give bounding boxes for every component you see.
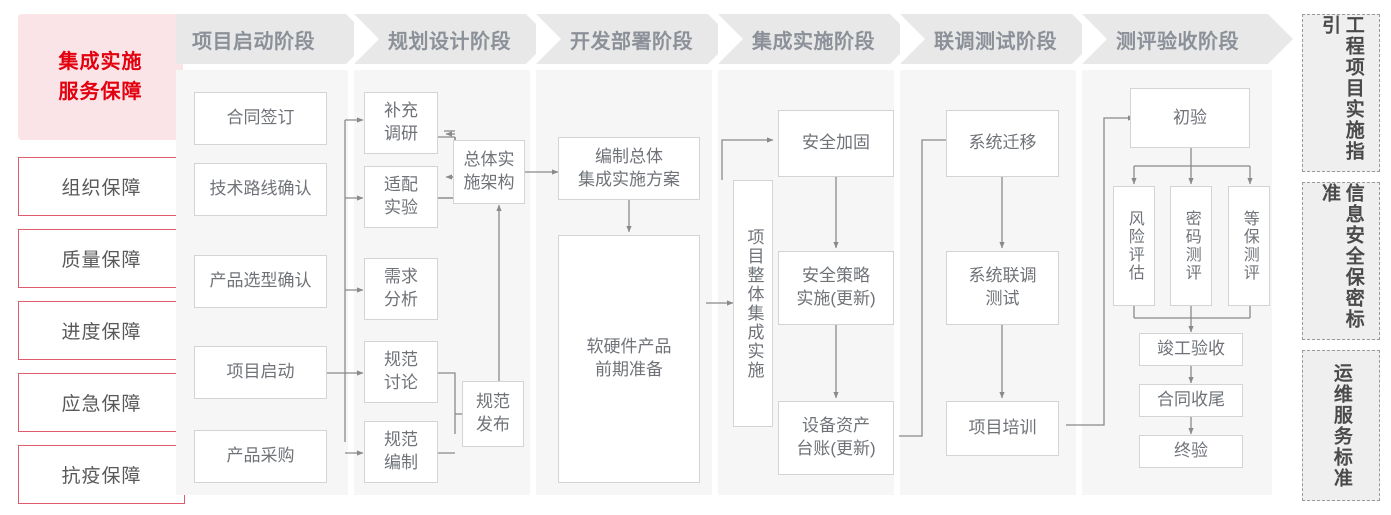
phase-header-6-label: 测评验收阶段 <box>1116 30 1239 53</box>
assurance-sidebar: 集成实施服务保障 组织保障 质量保障 进度保障 应急保障 抗疫保障 <box>18 14 185 504</box>
phase-header-3[interactable]: 开发部署阶段 <box>536 14 733 64</box>
node-spec-discussion[interactable]: 规范讨论 <box>364 341 438 403</box>
node-completion-acceptance[interactable]: 竣工验收 <box>1139 333 1243 366</box>
node-mlps-evaluation[interactable]: 等保测评 <box>1228 186 1270 306</box>
standard-operation-service-label: 运维服务标准 <box>1330 362 1352 489</box>
assurance-item-schedule[interactable]: 进度保障 <box>18 301 185 360</box>
node-overall-project-integration[interactable]: 项目整体集成实施 <box>733 180 773 427</box>
phase-header-2-label: 规划设计阶段 <box>388 30 511 53</box>
node-overall-impl-architecture[interactable]: 总体实施架构 <box>453 140 525 204</box>
standard-engineering-guideline[interactable]: 工程项目实施指引 <box>1302 14 1380 172</box>
node-crypto-evaluation[interactable]: 密码测评 <box>1170 186 1212 306</box>
node-risk-assessment[interactable]: 风险评估 <box>1113 186 1155 306</box>
node-contract-signing[interactable]: 合同签订 <box>194 92 327 145</box>
standard-operation-service[interactable]: 运维服务标准 <box>1302 350 1380 501</box>
node-project-training[interactable]: 项目培训 <box>946 401 1059 456</box>
node-adaptation-experiment[interactable]: 适配实验 <box>364 166 438 228</box>
phase-header-4[interactable]: 集成实施阶段 <box>718 14 915 64</box>
node-spec-release[interactable]: 规范发布 <box>462 381 524 447</box>
phase-header-3-label: 开发部署阶段 <box>570 30 693 53</box>
node-hw-sw-preparation[interactable]: 软硬件产品前期准备 <box>558 235 700 483</box>
phase-header-4-label: 集成实施阶段 <box>752 30 875 53</box>
standard-infosec-confidentiality-label: 信息安全保密标准 <box>1319 183 1364 330</box>
node-asset-ledger-update[interactable]: 设备资产台账(更新) <box>778 401 894 475</box>
phase-header-1-label: 项目启动阶段 <box>192 30 315 53</box>
node-security-policy-impl[interactable]: 安全策略实施(更新) <box>778 251 894 325</box>
node-final-acceptance[interactable]: 终验 <box>1139 435 1243 468</box>
node-tech-route-confirm[interactable]: 技术路线确认 <box>194 163 327 216</box>
node-project-kickoff[interactable]: 项目启动 <box>194 346 327 399</box>
node-security-hardening[interactable]: 安全加固 <box>778 110 894 177</box>
phase-header-5-label: 联调测试阶段 <box>934 30 1057 53</box>
node-preliminary-acceptance[interactable]: 初验 <box>1130 88 1250 148</box>
node-system-joint-test[interactable]: 系统联调测试 <box>946 251 1059 325</box>
phase-header-6[interactable]: 测评验收阶段 <box>1082 14 1293 64</box>
assurance-item-quality[interactable]: 质量保障 <box>18 229 185 288</box>
assurance-title: 集成实施服务保障 <box>18 14 183 140</box>
node-contract-closure[interactable]: 合同收尾 <box>1139 384 1243 417</box>
assurance-item-epidemic[interactable]: 抗疫保障 <box>18 445 185 504</box>
node-spec-drafting[interactable]: 规范编制 <box>364 421 438 483</box>
phase-header-1[interactable]: 项目启动阶段 <box>176 14 371 64</box>
standard-infosec-confidentiality[interactable]: 信息安全保密标准 <box>1302 182 1380 340</box>
node-overall-integration-plan[interactable]: 编制总体集成实施方案 <box>558 137 700 200</box>
node-supplementary-research[interactable]: 补充调研 <box>364 92 438 154</box>
assurance-item-emergency[interactable]: 应急保障 <box>18 373 185 432</box>
node-requirement-analysis[interactable]: 需求分析 <box>364 258 438 320</box>
phase-header-5[interactable]: 联调测试阶段 <box>900 14 1097 64</box>
node-product-procurement[interactable]: 产品采购 <box>194 430 327 483</box>
phase-header-2[interactable]: 规划设计阶段 <box>354 14 551 64</box>
assurance-item-organization[interactable]: 组织保障 <box>18 157 185 216</box>
standard-engineering-guideline-label: 工程项目实施指引 <box>1319 15 1364 162</box>
node-product-selection-confirm[interactable]: 产品选型确认 <box>194 255 327 308</box>
node-system-migration[interactable]: 系统迁移 <box>946 110 1059 177</box>
